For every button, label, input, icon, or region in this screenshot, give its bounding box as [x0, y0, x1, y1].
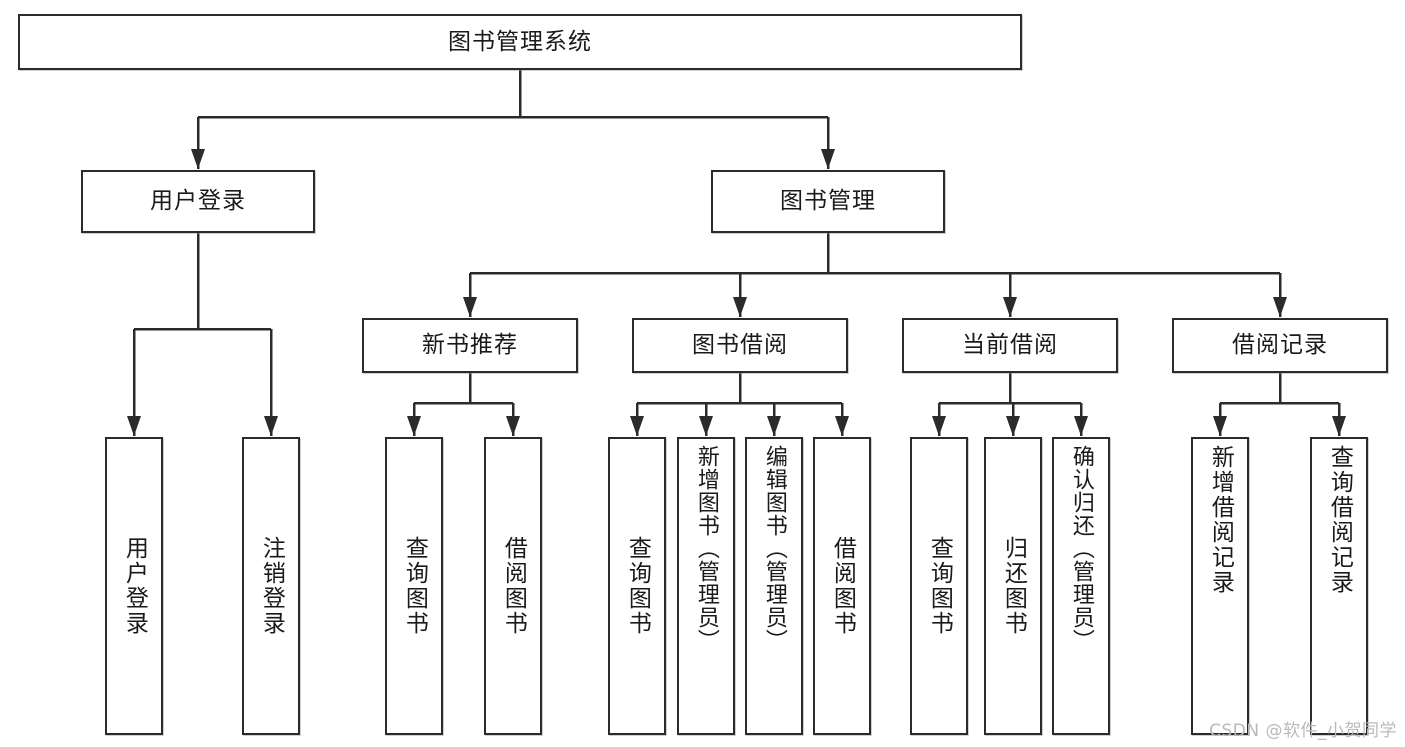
- node-label: 用户登录: [150, 188, 246, 215]
- node-label: 借阅图书: [500, 536, 527, 636]
- node-leaf-bor3[interactable]: 编辑图书（管理员）: [745, 437, 803, 735]
- node-borrow[interactable]: 图书借阅: [632, 318, 848, 373]
- node-leaf-bor4[interactable]: 借阅图书: [813, 437, 871, 735]
- node-label: 注销登录: [258, 536, 285, 636]
- node-label: 图书管理系统: [448, 28, 592, 55]
- node-newbook[interactable]: 新书推荐: [362, 318, 578, 373]
- node-label: 新增图书（管理员）: [693, 445, 719, 652]
- node-root[interactable]: 图书管理系统: [18, 14, 1022, 70]
- node-label: 图书管理: [780, 188, 876, 215]
- node-label: 借阅图书: [829, 536, 856, 636]
- node-label: 确认归还（管理员）: [1068, 445, 1094, 652]
- node-leaf-login2[interactable]: 注销登录: [242, 437, 300, 735]
- node-label: 借阅记录: [1232, 332, 1328, 359]
- node-login[interactable]: 用户登录: [81, 170, 315, 233]
- node-leaf-cur2[interactable]: 归还图书: [984, 437, 1042, 735]
- node-current[interactable]: 当前借阅: [902, 318, 1118, 373]
- node-label: 归还图书: [1000, 536, 1027, 636]
- node-label: 新增借阅记录: [1207, 445, 1234, 595]
- node-label: 编辑图书（管理员）: [761, 445, 787, 652]
- node-label: 新书推荐: [422, 332, 518, 359]
- node-leaf-cur1[interactable]: 查询图书: [910, 437, 968, 735]
- node-label: 查询图书: [926, 536, 953, 636]
- node-label: 查询借阅记录: [1326, 445, 1353, 595]
- node-records[interactable]: 借阅记录: [1172, 318, 1388, 373]
- node-leaf-rec2[interactable]: 查询借阅记录: [1310, 437, 1368, 735]
- node-leaf-cur3[interactable]: 确认归还（管理员）: [1052, 437, 1110, 735]
- node-label: 图书借阅: [692, 332, 788, 359]
- node-label: 当前借阅: [962, 332, 1058, 359]
- node-leaf-rec1[interactable]: 新增借阅记录: [1191, 437, 1249, 735]
- node-leaf-new1[interactable]: 查询图书: [385, 437, 443, 735]
- node-leaf-bor1[interactable]: 查询图书: [608, 437, 666, 735]
- node-leaf-login1[interactable]: 用户登录: [105, 437, 163, 735]
- node-bookmgr[interactable]: 图书管理: [711, 170, 945, 233]
- watermark: CSDN @软件_小贺同学: [1209, 721, 1397, 741]
- node-leaf-bor2[interactable]: 新增图书（管理员）: [677, 437, 735, 735]
- node-leaf-new2[interactable]: 借阅图书: [484, 437, 542, 735]
- node-label: 查询图书: [401, 536, 428, 636]
- node-label: 用户登录: [121, 536, 148, 636]
- node-label: 查询图书: [624, 536, 651, 636]
